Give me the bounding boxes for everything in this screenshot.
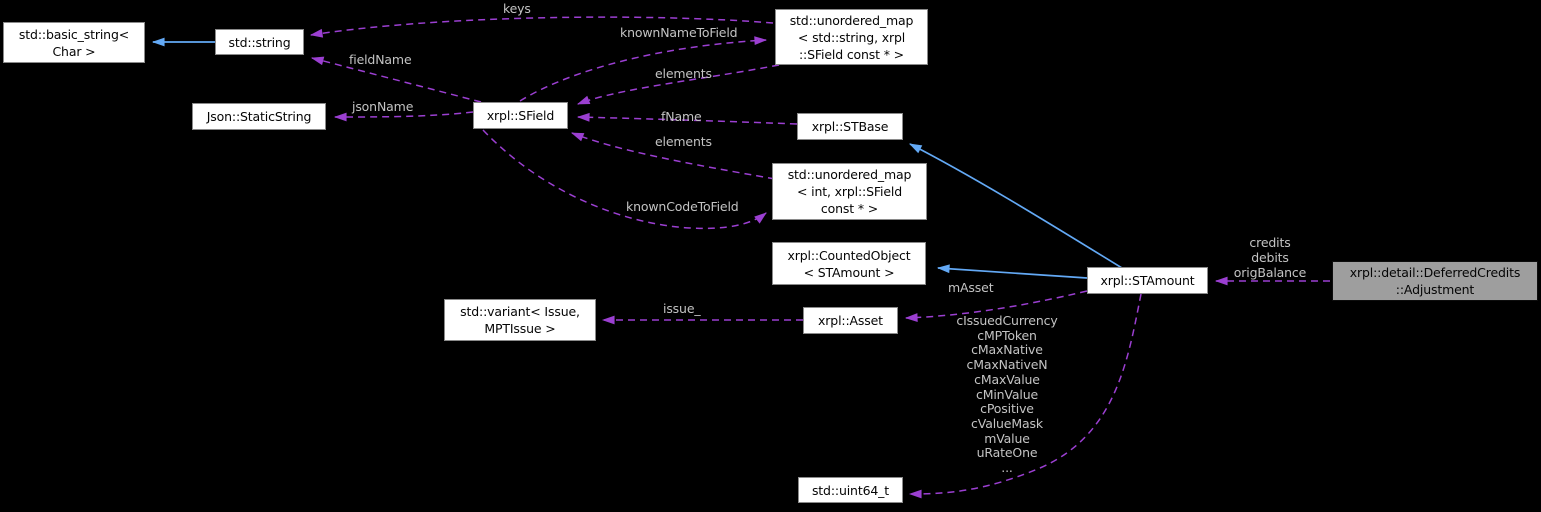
node-basic-string[interactable]: std::basic_string< Char > [3, 22, 145, 63]
edge-label-keys: keys [503, 1, 531, 16]
node-uint64[interactable]: std::uint64_t [798, 477, 903, 503]
edge-label-stamount-members: cIssuedCurrency cMPToken cMaxNative cMax… [956, 313, 1058, 476]
edge-stamount-to-stbase [909, 143, 1123, 269]
node-stamount[interactable]: xrpl::STAmount [1087, 267, 1208, 294]
node-asset[interactable]: xrpl::Asset [803, 307, 898, 334]
edge-stamount-to-countedobject [936, 264, 1088, 279]
edge-label-knowncodetofield: knownCodeToField [626, 199, 739, 214]
edge-label-elements-bottom: elements [655, 134, 712, 149]
edge-label-fieldname: fieldName [349, 52, 412, 67]
node-string[interactable]: std::string [215, 29, 304, 55]
node-sfield[interactable]: xrpl::SField [473, 102, 568, 129]
edge-label-knownnametofield: knownNameToField [620, 25, 738, 40]
edge-label-issue: issue_ [663, 301, 701, 316]
edge-label-masset: mAsset [948, 280, 994, 295]
node-variant[interactable]: std::variant< Issue, MPTIssue > [444, 299, 596, 341]
edge-label-jsonname: jsonName [352, 99, 414, 114]
edge-label-credits-debits-origbalance: credits debits origBalance [1233, 235, 1307, 280]
node-json-staticstring[interactable]: Json::StaticString [192, 103, 326, 130]
node-unordered-map-int[interactable]: std::unordered_map < int, xrpl::SField c… [772, 163, 927, 220]
node-countedobject[interactable]: xrpl::CountedObject < STAmount > [772, 242, 926, 285]
edge-label-fname: fName [661, 109, 702, 124]
node-unordered-map-string[interactable]: std::unordered_map < std::string, xrpl :… [775, 9, 928, 65]
node-stbase[interactable]: xrpl::STBase [797, 113, 903, 140]
edge-label-elements-top: elements [655, 66, 712, 81]
edge-knownnametofield [519, 36, 768, 102]
node-deferredcredits-adjustment: xrpl::detail::DeferredCredits ::Adjustme… [1332, 261, 1538, 301]
